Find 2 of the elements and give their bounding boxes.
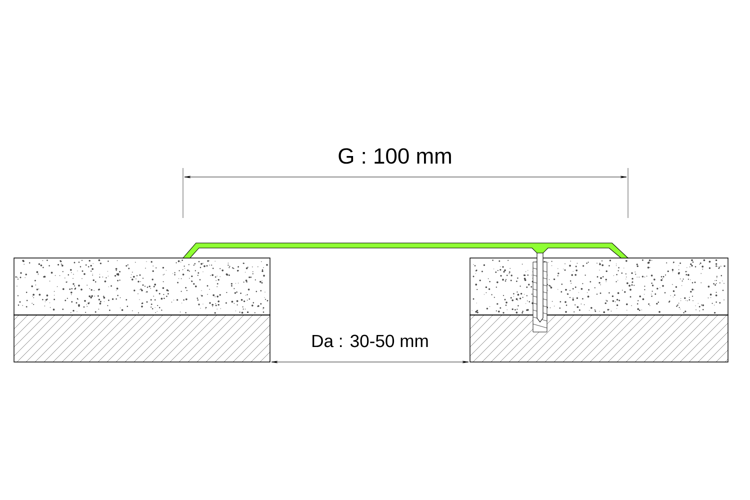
dimension-label: G : 100 mm <box>338 148 451 164</box>
dimension-label: Da : 30-50 mm <box>312 334 428 348</box>
